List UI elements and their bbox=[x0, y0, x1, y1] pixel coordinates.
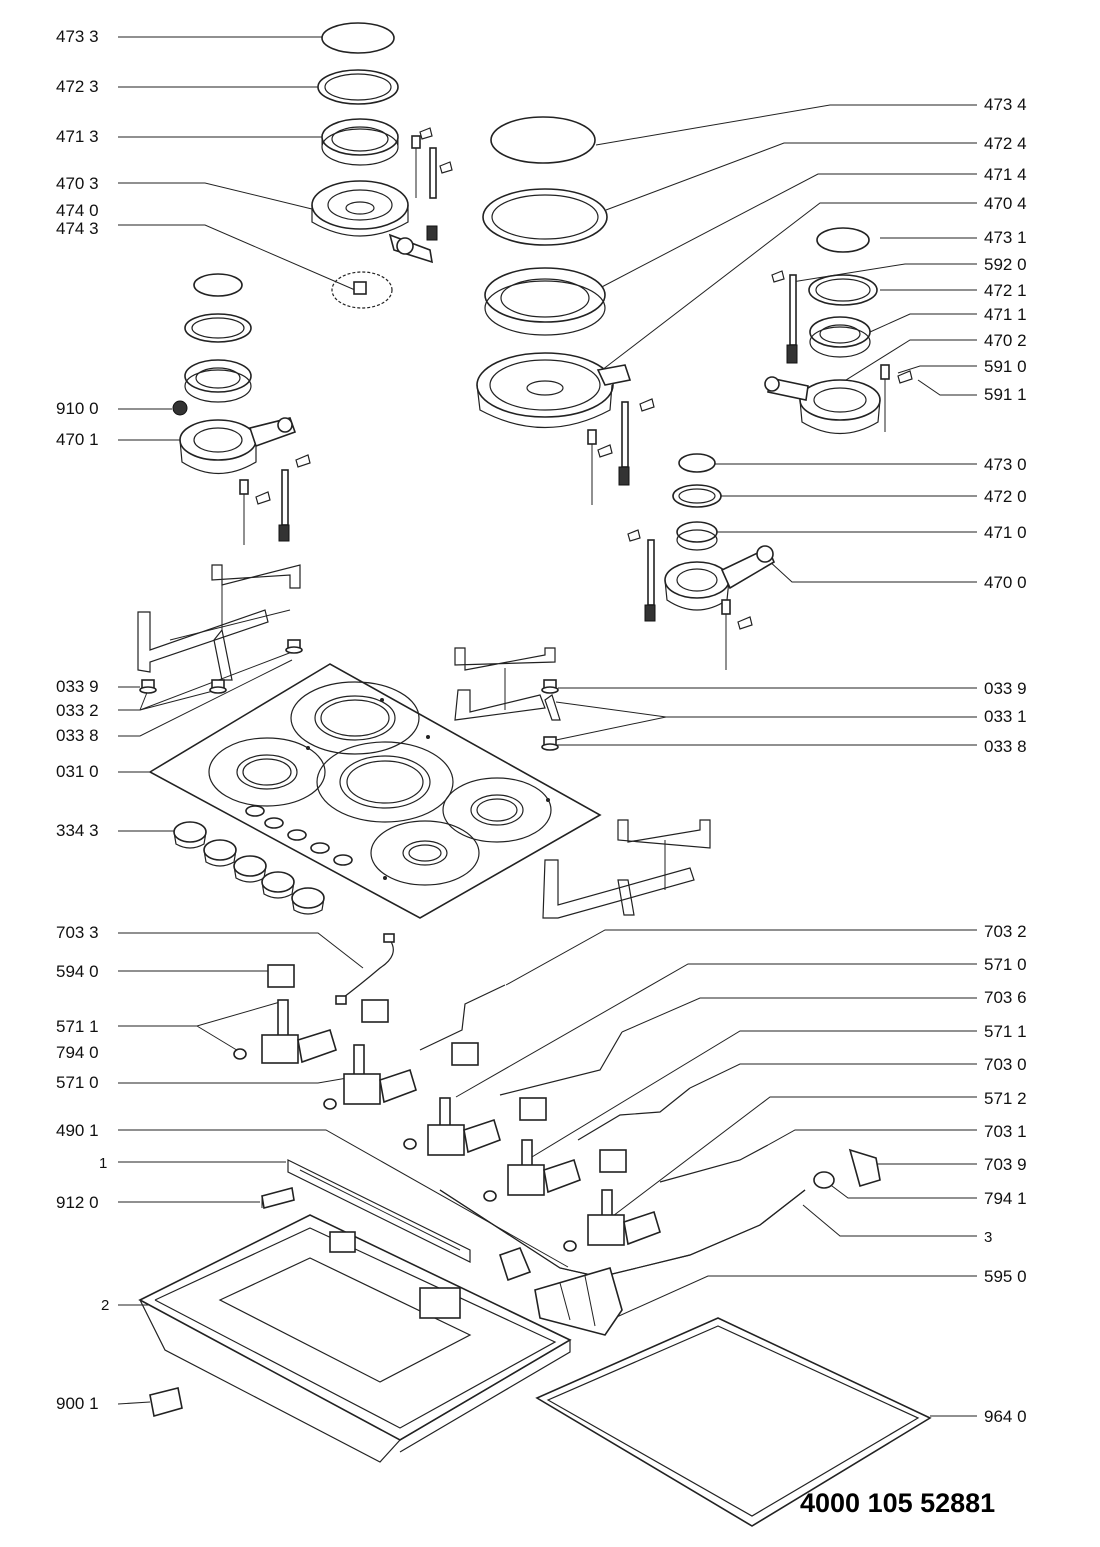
right-leader-lines bbox=[455, 104, 977, 1417]
label-703-1: 703 1 bbox=[984, 1122, 1027, 1141]
label-473-3: 473 3 bbox=[56, 27, 99, 46]
label-473-1: 473 1 bbox=[984, 228, 1027, 247]
label-571-0-right: 571 0 bbox=[984, 955, 1027, 974]
label-471-1: 471 1 bbox=[984, 305, 1027, 324]
label-033-1: 033 1 bbox=[984, 707, 1027, 726]
label-703-0: 703 0 bbox=[984, 1055, 1027, 1074]
label-571-1-right: 571 1 bbox=[984, 1022, 1027, 1041]
label-470-4: 470 4 bbox=[984, 194, 1027, 213]
label-470-3: 470 3 bbox=[56, 174, 99, 193]
cooktop-plate bbox=[148, 663, 602, 919]
label-592-0: 592 0 bbox=[984, 255, 1027, 274]
right-label-group: 473 4 472 4 471 4 470 4 473 1 592 0 472 … bbox=[984, 95, 1027, 1426]
burner-stack-top-left bbox=[311, 22, 453, 309]
label-794-1: 794 1 bbox=[984, 1189, 1027, 1208]
pan-support-left bbox=[137, 564, 301, 681]
label-703-2: 703 2 bbox=[984, 922, 1027, 941]
label-470-0: 470 0 bbox=[984, 573, 1027, 592]
label-2: 2 bbox=[101, 1297, 109, 1314]
label-595-0: 595 0 bbox=[984, 1267, 1027, 1286]
left-label-group: 473 3 472 3 471 3 470 3 474 0 474 3 910 … bbox=[56, 27, 109, 1413]
label-472-4: 472 4 bbox=[984, 134, 1027, 153]
label-033-2: 033 2 bbox=[56, 701, 99, 720]
label-470-1: 470 1 bbox=[56, 430, 99, 449]
label-031-0: 031 0 bbox=[56, 762, 99, 781]
label-964-0: 964 0 bbox=[984, 1407, 1027, 1426]
label-571-0: 571 0 bbox=[56, 1073, 99, 1092]
label-472-1: 472 1 bbox=[984, 281, 1027, 300]
label-900-1: 900 1 bbox=[56, 1394, 99, 1413]
bottom-assembly bbox=[138, 1159, 623, 1463]
label-571-1: 571 1 bbox=[56, 1017, 99, 1036]
label-472-3: 472 3 bbox=[56, 77, 99, 96]
left-leader-lines bbox=[117, 36, 569, 1405]
label-334-3: 334 3 bbox=[56, 821, 99, 840]
label-474-3: 474 3 bbox=[56, 219, 99, 238]
label-591-1: 591 1 bbox=[984, 385, 1027, 404]
label-470-2: 470 2 bbox=[984, 331, 1027, 350]
label-3: 3 bbox=[984, 1229, 992, 1246]
label-1: 1 bbox=[99, 1155, 107, 1172]
label-472-0: 472 0 bbox=[984, 487, 1027, 506]
label-703-6: 703 6 bbox=[984, 988, 1027, 1007]
burner-stack-large bbox=[476, 116, 655, 505]
label-033-8: 033 8 bbox=[56, 726, 99, 745]
burner-stack-right bbox=[764, 227, 913, 435]
label-471-3: 471 3 bbox=[56, 127, 99, 146]
label-033-9: 033 9 bbox=[56, 677, 99, 696]
gas-valves-and-tubes bbox=[233, 933, 881, 1278]
pan-support-right-bottom bbox=[542, 819, 711, 919]
label-703-3: 703 3 bbox=[56, 923, 99, 942]
label-471-4: 471 4 bbox=[984, 165, 1027, 184]
rubber-feet bbox=[139, 639, 559, 751]
pan-support-right-top bbox=[454, 647, 561, 721]
label-910-0: 910 0 bbox=[56, 399, 99, 418]
label-594-0: 594 0 bbox=[56, 962, 99, 981]
label-473-4: 473 4 bbox=[984, 95, 1027, 114]
document-number: 4000 105 52881 bbox=[800, 1488, 995, 1518]
label-490-1: 490 1 bbox=[56, 1121, 99, 1140]
label-571-2: 571 2 bbox=[984, 1089, 1027, 1108]
burner-stack-small bbox=[627, 453, 776, 670]
control-knobs bbox=[173, 821, 325, 915]
label-471-0: 471 0 bbox=[984, 523, 1027, 542]
label-794-0: 794 0 bbox=[56, 1043, 99, 1062]
label-912-0: 912 0 bbox=[56, 1193, 99, 1212]
label-474-0: 474 0 bbox=[56, 201, 99, 220]
gasket-frame bbox=[535, 1317, 932, 1527]
label-591-0: 591 0 bbox=[984, 357, 1027, 376]
label-033-9-right: 033 9 bbox=[984, 679, 1027, 698]
burner-stack-left bbox=[172, 273, 311, 545]
label-703-9: 703 9 bbox=[984, 1155, 1027, 1174]
label-473-0: 473 0 bbox=[984, 455, 1027, 474]
label-033-8-right: 033 8 bbox=[984, 737, 1027, 756]
